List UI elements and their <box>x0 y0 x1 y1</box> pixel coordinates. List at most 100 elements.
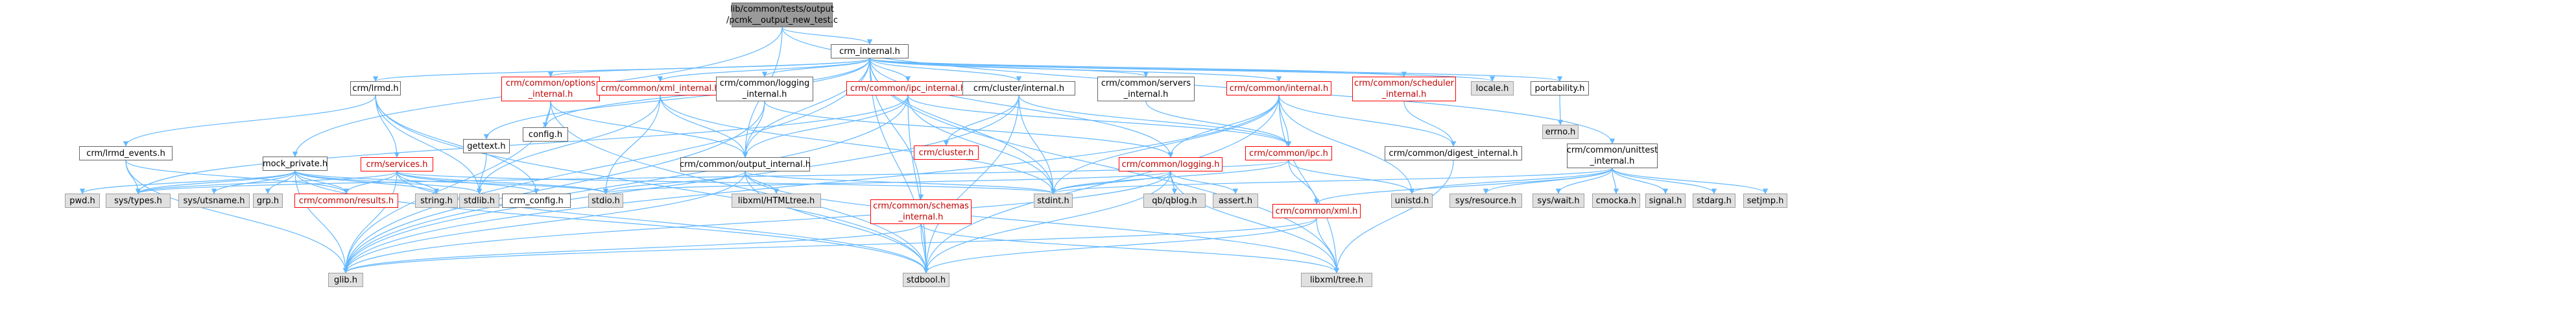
node-crm-common-options-internal[interactable]: crm/common/options _internal.h <box>501 77 600 101</box>
node-crm-cluster[interactable]: crm/cluster.h <box>914 145 979 160</box>
edge-crm_cluster_internal-to-glib <box>342 95 1020 273</box>
edge-crm_common_unittest_internal-to-cmocka <box>1612 168 1619 194</box>
edge-crm_cluster_internal-to-crm_common_ipc <box>1018 95 1292 147</box>
edge-crm_internal-to-crm_common_options_internal <box>548 58 870 77</box>
edge-mock_private-to-sys_types <box>135 170 296 194</box>
node-libxml-htmltree[interactable]: libxml/HTMLtree.h <box>732 194 821 208</box>
edge-crm_common_output_internal-to-glib <box>342 171 746 273</box>
edge-crm_internal-to-crm_common_xml_internal <box>657 58 870 82</box>
edge-crm_services-to-stdio <box>396 171 609 194</box>
node-crm-common-xml-internal[interactable]: crm/common/xml_internal.h <box>597 81 724 95</box>
edge-crm_common_logging-to-libxml_tree <box>1170 171 1340 273</box>
node-crm-common-ipc[interactable]: crm/common/ipc.h <box>1245 146 1332 160</box>
edge-crm_common_internal-to-libxml_tree <box>1278 95 1340 273</box>
node-stdint[interactable]: stdint.h <box>1034 194 1073 208</box>
edge-crm_common_ipc-to-unistd <box>1288 160 1415 194</box>
edge-mock_private-to-sys_utsname <box>211 170 296 194</box>
node-cmocka[interactable]: cmocka.h <box>1592 194 1640 208</box>
node-qb-qblog[interactable]: qb/qblog.h <box>1143 194 1206 208</box>
edge-mock_private-to-glib <box>294 170 349 273</box>
node-root[interactable]: lib/common/tests/output /pcmk__output_ne… <box>726 3 838 27</box>
edge-crm_common_scheduler_internal-to-crm_common_digest_internal <box>1403 101 1457 147</box>
edge-crm_common_unittest_internal-to-stdint <box>1051 168 1613 194</box>
edge-crm_internal-to-glib <box>342 58 870 273</box>
node-crm-lrmd-events[interactable]: crm/lrmd_events.h <box>79 146 173 160</box>
edge-crm_common_internal-to-unistd <box>1278 95 1415 194</box>
edge-crm_common_ipc_internal-to-sys_types <box>135 95 909 194</box>
edge-crm_common_xml_internal-to-stdlib <box>476 95 661 194</box>
node-locale[interactable]: locale.h <box>1471 81 1514 95</box>
node-signal[interactable]: signal.h <box>1645 194 1686 208</box>
edge-crm_internal-to-crm_common_internal <box>869 58 1282 82</box>
node-stdio[interactable]: stdio.h <box>588 194 623 208</box>
node-glib[interactable]: glib.h <box>328 273 363 287</box>
node-portability[interactable]: portability.h <box>1531 81 1589 95</box>
edge-crm_common_xml-to-glib <box>343 218 1317 273</box>
node-sys-wait[interactable]: sys/wait.h <box>1532 194 1584 208</box>
node-crm-common-scheduler-internal[interactable]: crm/common/scheduler _internal.h <box>1352 77 1456 101</box>
node-crm-common-unittest-internal[interactable]: crm/common/unittest _internal.h <box>1567 144 1658 168</box>
edge-crm_common_internal-to-crm_common_digest_internal <box>1278 95 1457 147</box>
edge-crm_internal-to-crm_common_ipc_internal <box>869 58 911 82</box>
edge-crm_common_xml_internal-to-crm_common_output_internal <box>660 95 748 158</box>
node-crm-lrmd[interactable]: crm/lrmd.h <box>350 81 401 95</box>
node-crm-common-digest-internal[interactable]: crm/common/digest_internal.h <box>1385 146 1522 160</box>
node-setjmp[interactable]: setjmp.h <box>1743 194 1787 208</box>
node-crm-common-servers-internal[interactable]: crm/common/servers _internal.h <box>1097 77 1195 101</box>
node-string[interactable]: string.h <box>415 194 458 208</box>
edge-crm_internal-to-portability <box>869 58 1562 82</box>
node-crm-common-schemas-internal[interactable]: crm/common/schemas _internal.h <box>870 199 972 224</box>
node-crm-common-logging[interactable]: crm/common/logging.h <box>1119 157 1222 171</box>
edge-crm_lrmd-to-crm_services <box>375 95 400 158</box>
node-crm-cluster-internal[interactable]: crm/cluster/internal.h <box>962 81 1075 95</box>
node-stdbool[interactable]: stdbool.h <box>903 273 949 287</box>
node-unistd[interactable]: unistd.h <box>1391 194 1433 208</box>
edge-crm_common_schemas_internal-to-glib <box>342 223 922 273</box>
node-crm-common-ipc-internal[interactable]: crm/common/ipc_internal.h <box>846 81 970 95</box>
edge-crm_common_logging_internal-to-glib <box>342 101 765 273</box>
edge-crm_lrmd-to-crm_config <box>375 95 540 194</box>
node-crm-common-output-internal[interactable]: crm/common/output_internal.h <box>680 157 811 171</box>
node-crm-common-logging-internal[interactable]: crm/common/logging _internal.h <box>716 77 813 101</box>
node-mock-private[interactable]: mock_private.h <box>263 157 328 171</box>
node-stdarg[interactable]: stdarg.h <box>1693 194 1735 208</box>
edge-crm_lrmd-to-stdlib <box>375 95 483 194</box>
node-crm-config[interactable]: crm_config.h <box>502 194 571 208</box>
node-config[interactable]: config.h <box>523 127 568 142</box>
edge-crm_internal-to-crm_common_logging_internal <box>761 58 870 77</box>
edge-crm_cluster_internal-to-crm_cluster <box>943 95 1020 146</box>
edge-crm_common_unittest_internal-to-setjmp <box>1612 168 1769 194</box>
edge-crm_lrmd-to-stdbool <box>375 95 929 273</box>
node-crm-internal[interactable]: crm_internal.h <box>831 44 909 58</box>
edge-crm_services-to-glib <box>342 171 398 273</box>
edge-crm_common_schemas_internal-to-stdbool <box>920 223 929 273</box>
edge-crm_services-to-sys_types <box>135 171 398 194</box>
node-gettext[interactable]: gettext.h <box>463 139 510 153</box>
edge-crm_lrmd-to-crm_lrmd_events <box>123 95 376 147</box>
edge-crm_common_ipc_internal-to-crm_common_ipc <box>907 95 1292 147</box>
node-libxml-tree[interactable]: libxml/tree.h <box>1301 273 1372 287</box>
node-sys-resource[interactable]: sys/resource.h <box>1449 194 1522 208</box>
node-grp[interactable]: grp.h <box>253 194 283 208</box>
node-errno[interactable]: errno.h <box>1542 125 1579 139</box>
node-crm-common-internal[interactable]: crm/common/internal.h <box>1226 81 1331 95</box>
node-assert[interactable]: assert.h <box>1213 194 1258 208</box>
node-pwd[interactable]: pwd.h <box>65 194 100 208</box>
edge-crm_common_servers_internal-to-crm_common_ipc <box>1145 101 1292 147</box>
edge-crm_common_ipc-to-stdint <box>1050 160 1289 194</box>
edge-mock_private-to-pwd <box>79 170 296 194</box>
edge-root-to-crm_internal <box>781 27 873 45</box>
node-crm-services[interactable]: crm/services.h <box>361 157 433 171</box>
node-crm-common-results[interactable]: crm/common/results.h <box>294 194 398 208</box>
edge-crm_internal-to-crm_common_logging <box>869 58 1174 158</box>
edge-crm_common_internal-to-stdint <box>1050 95 1280 194</box>
node-sys-types[interactable]: sys/types.h <box>106 194 171 208</box>
edge-crm_common_unittest_internal-to-sys_wait <box>1555 168 1613 194</box>
node-stdlib[interactable]: stdlib.h <box>459 194 499 208</box>
edge-crm_common_output_internal-to-libxml_tree <box>745 171 1340 273</box>
node-sys-utsname[interactable]: sys/utsname.h <box>178 194 250 208</box>
edge-crm_common_digest_internal-to-libxml_tree <box>1333 160 1454 273</box>
node-crm-common-xml[interactable]: crm/common/xml.h <box>1272 204 1361 218</box>
edge-crm_common_unittest_internal-to-stdarg <box>1612 168 1717 194</box>
